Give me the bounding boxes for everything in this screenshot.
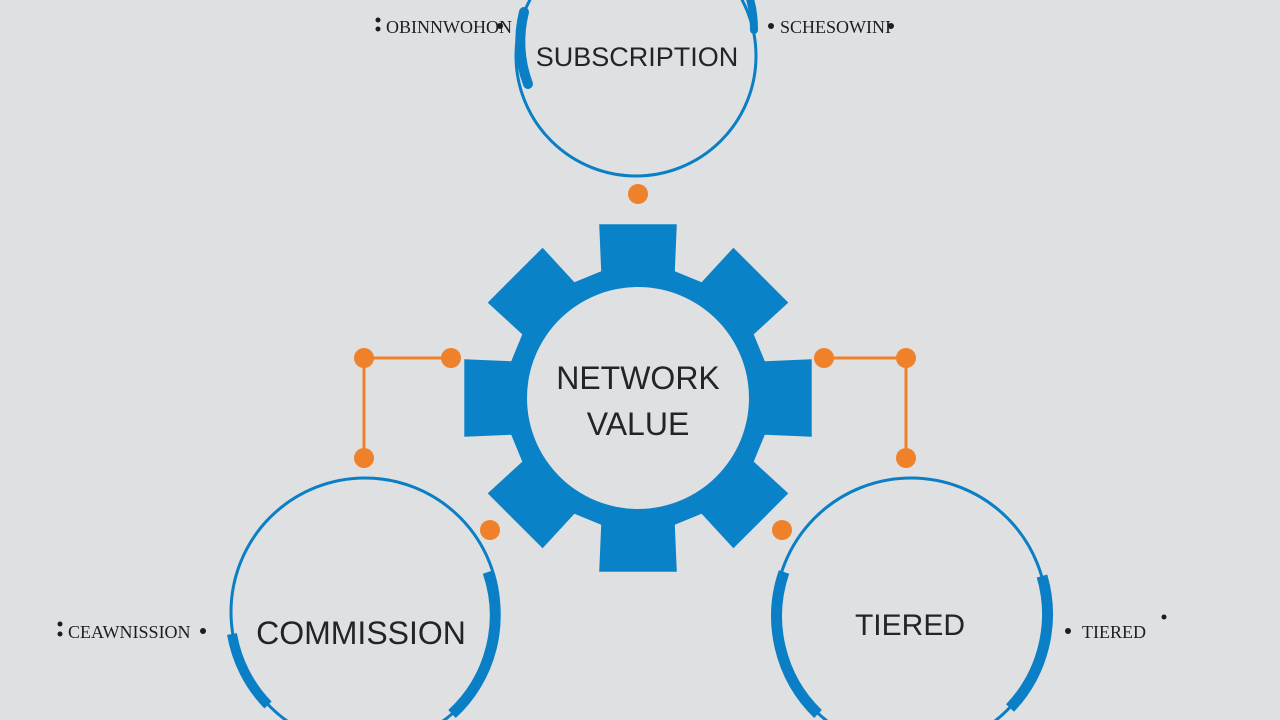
connector-dot-right-2 bbox=[896, 348, 916, 368]
connector-dot-right-3 bbox=[896, 448, 916, 468]
connector-left bbox=[362, 356, 451, 458]
commission-label: COMMISSION bbox=[256, 615, 466, 651]
subscription-label: SUBSCRIPTION bbox=[536, 42, 739, 72]
tiered-node: TIERED bbox=[771, 476, 1053, 720]
side-label-bottom-right-text: TIERED bbox=[1082, 622, 1146, 642]
tiered-ring-accent-left bbox=[771, 570, 822, 718]
bullet-dot bbox=[57, 621, 63, 627]
connector-dots bbox=[354, 184, 916, 540]
bullet-dot bbox=[768, 23, 774, 29]
bullet-dot bbox=[375, 26, 381, 32]
tiered-ring bbox=[773, 476, 1049, 720]
commission-ring bbox=[229, 476, 501, 720]
bullet-dot bbox=[497, 23, 503, 29]
tiered-ring-accent-right bbox=[1005, 574, 1053, 712]
connector-dot-top bbox=[628, 184, 648, 204]
bullet-dot bbox=[200, 628, 206, 634]
center-label-line1: NETWORK bbox=[556, 360, 720, 396]
side-label-top-left: OBINNWOHON bbox=[375, 17, 512, 37]
subscription-ring-accent-right bbox=[746, 0, 759, 34]
subscription-node: SUBSCRIPTION bbox=[514, 0, 759, 178]
bullet-dot bbox=[1161, 614, 1167, 620]
side-label-bottom-left-text: CEAWNISSION bbox=[68, 622, 191, 642]
gear-shape bbox=[464, 224, 812, 572]
commission-ring-accent-left bbox=[227, 633, 272, 709]
side-label-bottom-right: TIERED bbox=[1065, 614, 1167, 642]
subscription-ring bbox=[514, 0, 758, 178]
side-label-bottom-left: CEAWNISSION bbox=[57, 621, 206, 642]
connector-right bbox=[824, 356, 908, 458]
center-label-line2: VALUE bbox=[587, 406, 690, 442]
commission-ring-accent-right bbox=[448, 570, 501, 719]
bullet-dot bbox=[375, 17, 381, 23]
bullet-dot bbox=[888, 23, 894, 29]
tiered-label: TIERED bbox=[855, 609, 965, 642]
connector-dot-right-1 bbox=[814, 348, 834, 368]
connector-dot-left-2 bbox=[441, 348, 461, 368]
side-label-top-right: SCHESOWINI bbox=[768, 17, 894, 37]
side-label-top-left-text: OBINNWOHON bbox=[386, 17, 512, 37]
bullet-dot bbox=[57, 631, 63, 637]
connector-dot-left-3 bbox=[354, 448, 374, 468]
connector-dot-gear-right bbox=[772, 520, 792, 540]
subscription-ring-accent-left bbox=[515, 7, 533, 89]
connector-dot-left-1 bbox=[354, 348, 374, 368]
connector-dot-gear-left bbox=[480, 520, 500, 540]
side-label-top-right-text: SCHESOWINI bbox=[780, 17, 891, 37]
commission-node: COMMISSION bbox=[227, 476, 501, 720]
bullet-dot bbox=[1065, 628, 1071, 634]
gear-icon bbox=[464, 224, 812, 572]
